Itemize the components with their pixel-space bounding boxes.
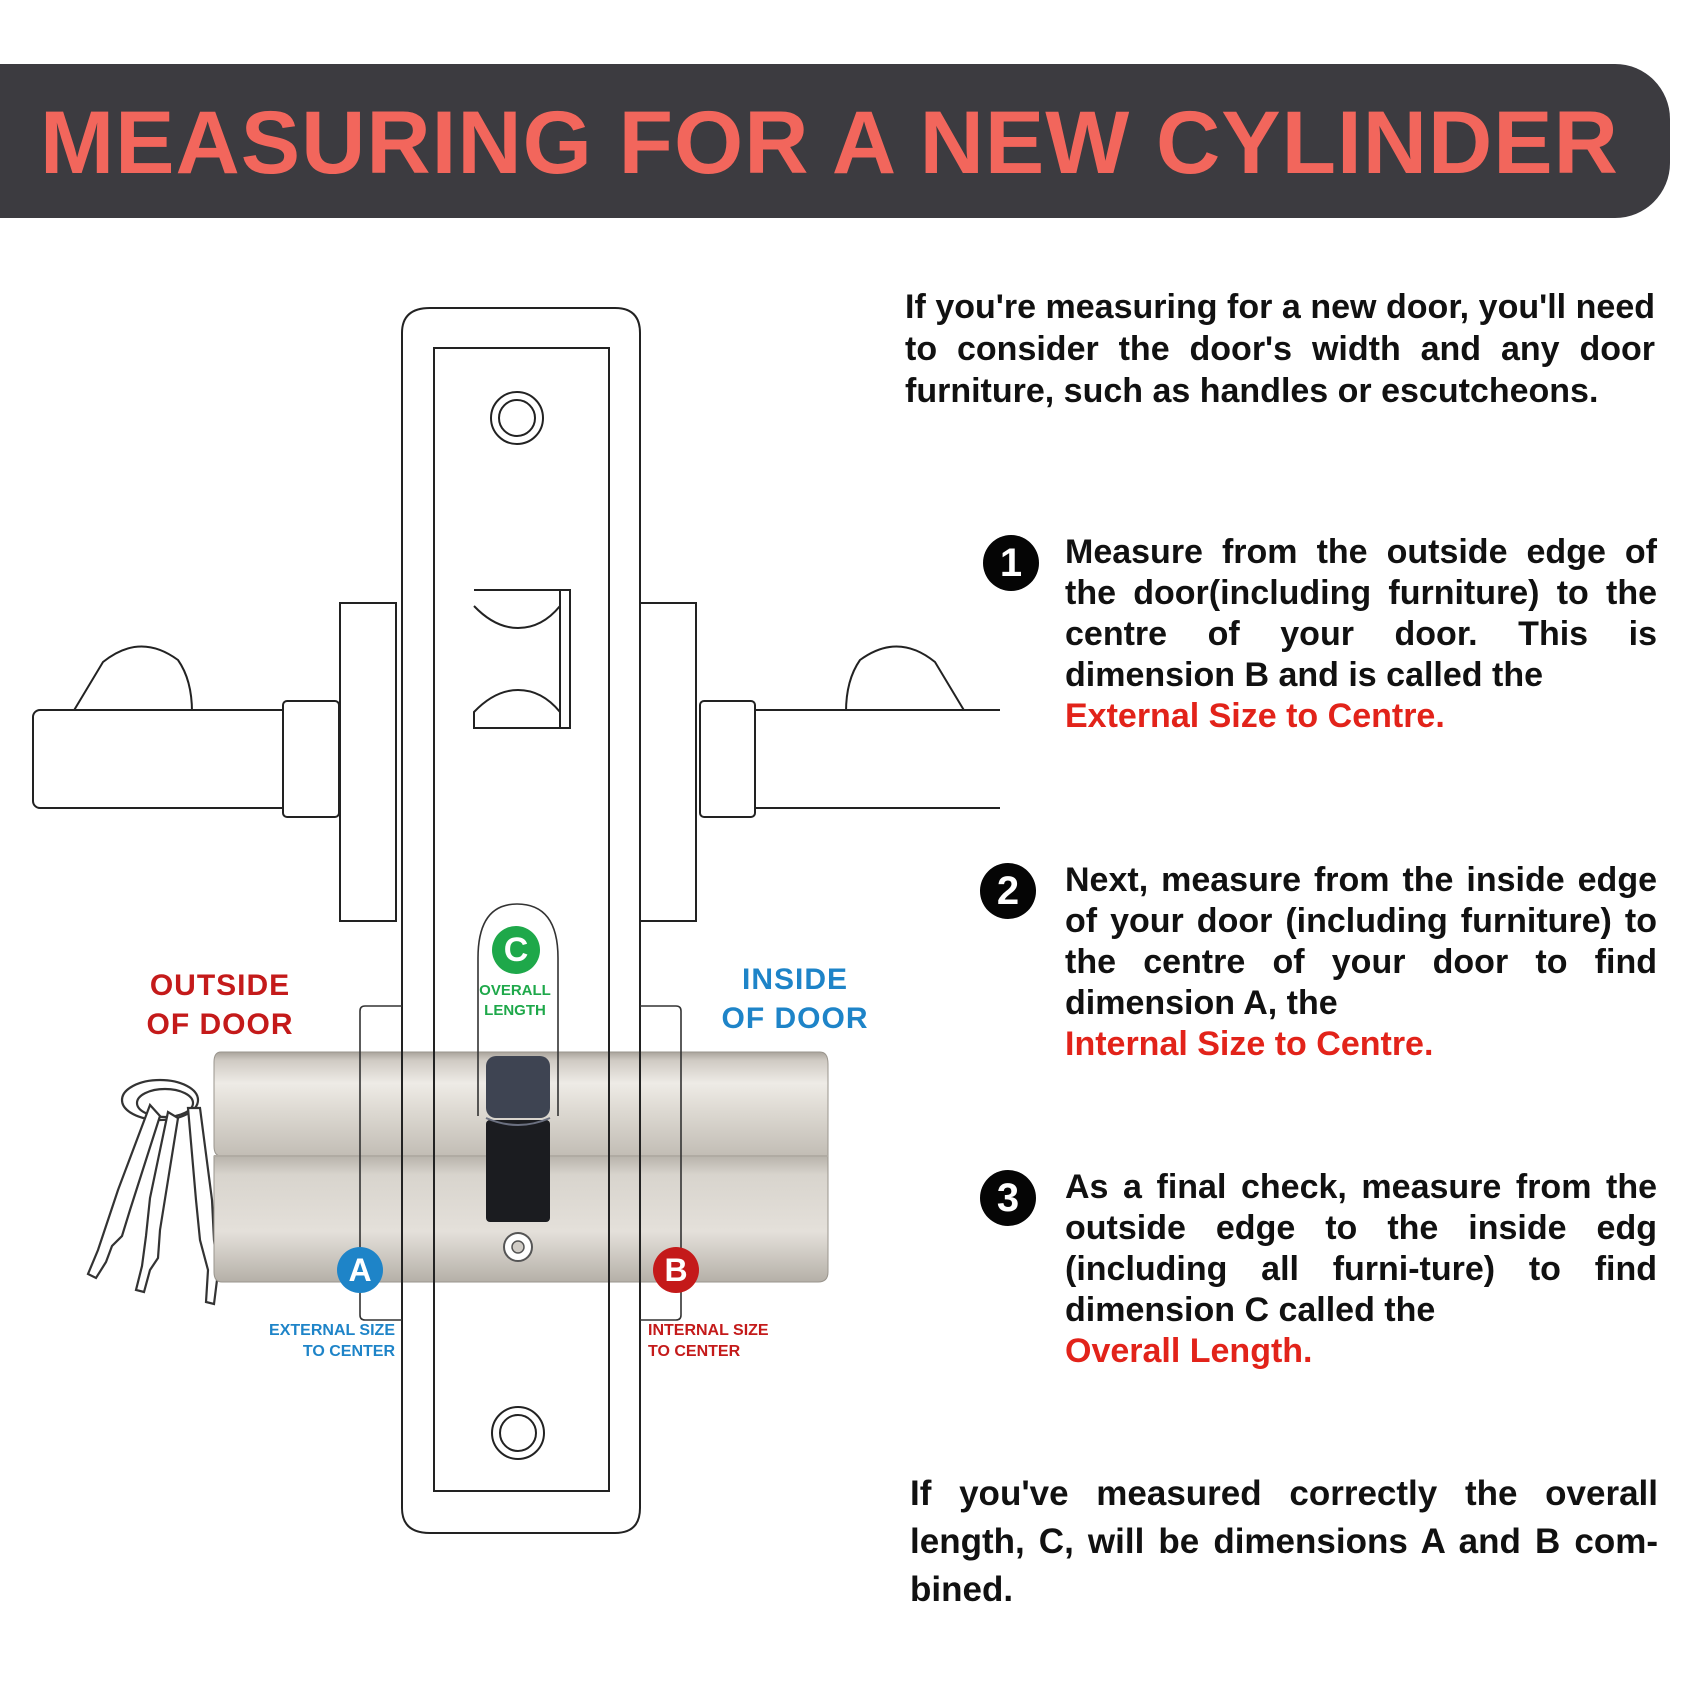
right-handle-fin — [844, 645, 967, 713]
step-3-body: As a final check, measure from the outsi… — [1065, 1168, 1657, 1329]
external-bracket — [359, 1005, 402, 1321]
latch — [473, 589, 571, 729]
internal-bracket — [640, 1005, 682, 1321]
key-2 — [134, 1110, 180, 1294]
dimension-lines — [359, 903, 682, 1321]
left-handle — [32, 602, 397, 922]
outside-of-door-label: OUTSIDE OF DOOR — [146, 969, 294, 1041]
faceplate-outer — [401, 307, 641, 1534]
badge-c: C — [492, 926, 540, 974]
step-2-term: Internal Size to Centre. — [1065, 1025, 1434, 1063]
right-handle — [639, 602, 1000, 922]
external-size-label: EXTERNAL SIZE TO CENTER — [269, 1322, 395, 1360]
step-2-text: Next, measure from the inside edge of yo… — [1065, 860, 1657, 1065]
keys — [86, 1078, 220, 1306]
overall-bracket — [477, 903, 559, 1116]
bottom-screw-inner — [499, 1414, 537, 1452]
step-1-number: 1 — [983, 535, 1039, 591]
badge-b: B — [653, 1247, 699, 1293]
cam — [485, 1056, 551, 1262]
left-collar — [282, 700, 340, 818]
right-lever — [744, 709, 1000, 809]
closing-text: If you've measured correctly the overall… — [910, 1474, 1658, 1609]
lock-diagram — [32, 307, 1000, 1534]
step-3-text: As a final check, measure from the outsi… — [1065, 1167, 1657, 1372]
faceplate — [401, 307, 641, 1534]
key-ring-inner — [135, 1087, 195, 1119]
left-lever — [32, 709, 294, 809]
key-1 — [86, 1102, 162, 1280]
step-2-body: Next, measure from the inside edge of yo… — [1065, 861, 1657, 1022]
step-1-text: Measure from the outside edge of the doo… — [1065, 532, 1657, 737]
intro-text: If you're measuring for a new door, you'… — [905, 288, 1655, 410]
inside-of-door-label: INSIDE OF DOOR — [721, 963, 869, 1035]
step-3-number: 3 — [980, 1170, 1036, 1226]
faceplate-inner — [433, 347, 610, 1492]
right-collar — [699, 700, 756, 818]
overall-length-label: OVERALL LENGTH — [479, 982, 551, 1019]
top-screw — [490, 391, 544, 445]
step-3-term: Overall Length. — [1065, 1332, 1313, 1370]
step-1-term: External Size to Centre. — [1065, 697, 1445, 735]
left-rose — [339, 602, 397, 922]
step-1-body: Measure from the outside edge of the doo… — [1065, 533, 1657, 694]
badge-a: A — [337, 1247, 383, 1293]
left-handle-fin — [71, 645, 194, 713]
top-screw-inner — [498, 399, 536, 437]
bottom-screw — [491, 1406, 545, 1460]
internal-size-label: INTERNAL SIZE TO CENTER — [648, 1322, 769, 1360]
right-rose — [639, 602, 697, 922]
step-2-number: 2 — [980, 863, 1036, 919]
page-title: MEASURING FOR A NEW CYLINDER — [40, 92, 1619, 192]
key-ring — [120, 1078, 200, 1122]
cam-upper — [486, 1056, 550, 1118]
title-banner — [0, 64, 1670, 218]
key-3 — [186, 1106, 220, 1306]
cam-lower — [486, 1120, 550, 1222]
